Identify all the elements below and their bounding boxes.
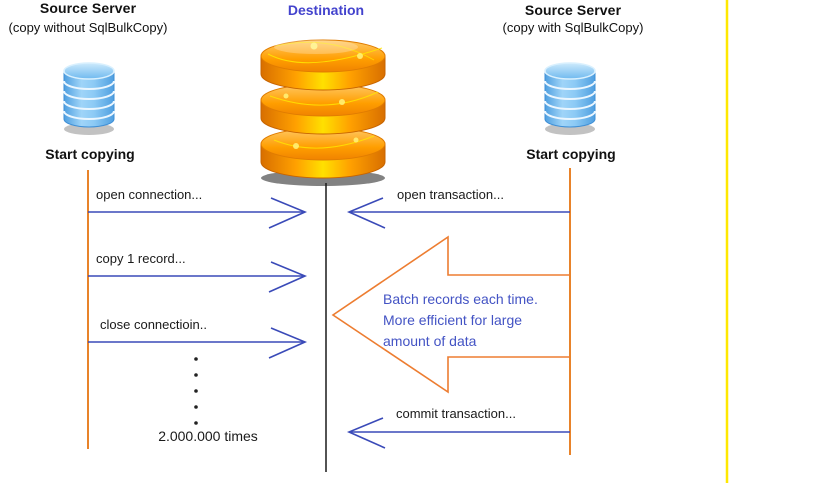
close-connection-label: close connectioin.. bbox=[100, 317, 207, 332]
destination-title: Destination bbox=[287, 2, 365, 18]
close-connection-arrowhead bbox=[268, 327, 308, 359]
repetition-dots bbox=[194, 357, 198, 425]
open-transaction-label: open transaction... bbox=[397, 187, 504, 202]
left-source-title: Source Server bbox=[39, 0, 137, 16]
commit-transaction-arrowhead bbox=[346, 417, 386, 449]
batch-note-line2: More efficient for large bbox=[383, 312, 523, 328]
open-connection-arrowhead bbox=[268, 197, 308, 229]
copy-record-label: copy 1 record... bbox=[96, 251, 186, 266]
source-database-icon bbox=[542, 57, 597, 137]
batch-note: Batch records each time. More efficient … bbox=[383, 289, 538, 352]
right-source-subtitle: (copy with SqlBulkCopy) bbox=[502, 20, 644, 35]
left-start-copying-label: Start copying bbox=[45, 146, 135, 162]
right-source-title: Source Server bbox=[524, 2, 622, 18]
repeat-count-label: 2.000.000 times bbox=[158, 428, 258, 444]
right-start-copying-label: Start copying bbox=[526, 146, 616, 162]
copy-record-arrowhead bbox=[268, 261, 308, 293]
open-transaction-arrowhead bbox=[346, 197, 386, 229]
left-source-subtitle: (copy without SqlBulkCopy) bbox=[8, 20, 168, 35]
batch-note-line1: Batch records each time. bbox=[383, 291, 538, 307]
batch-note-line3: amount of data bbox=[383, 333, 477, 349]
destination-database-icon bbox=[256, 30, 394, 188]
commit-transaction-label: commit transaction... bbox=[396, 406, 516, 421]
open-connection-label: open connection... bbox=[96, 187, 203, 202]
source-database-icon bbox=[61, 57, 116, 137]
